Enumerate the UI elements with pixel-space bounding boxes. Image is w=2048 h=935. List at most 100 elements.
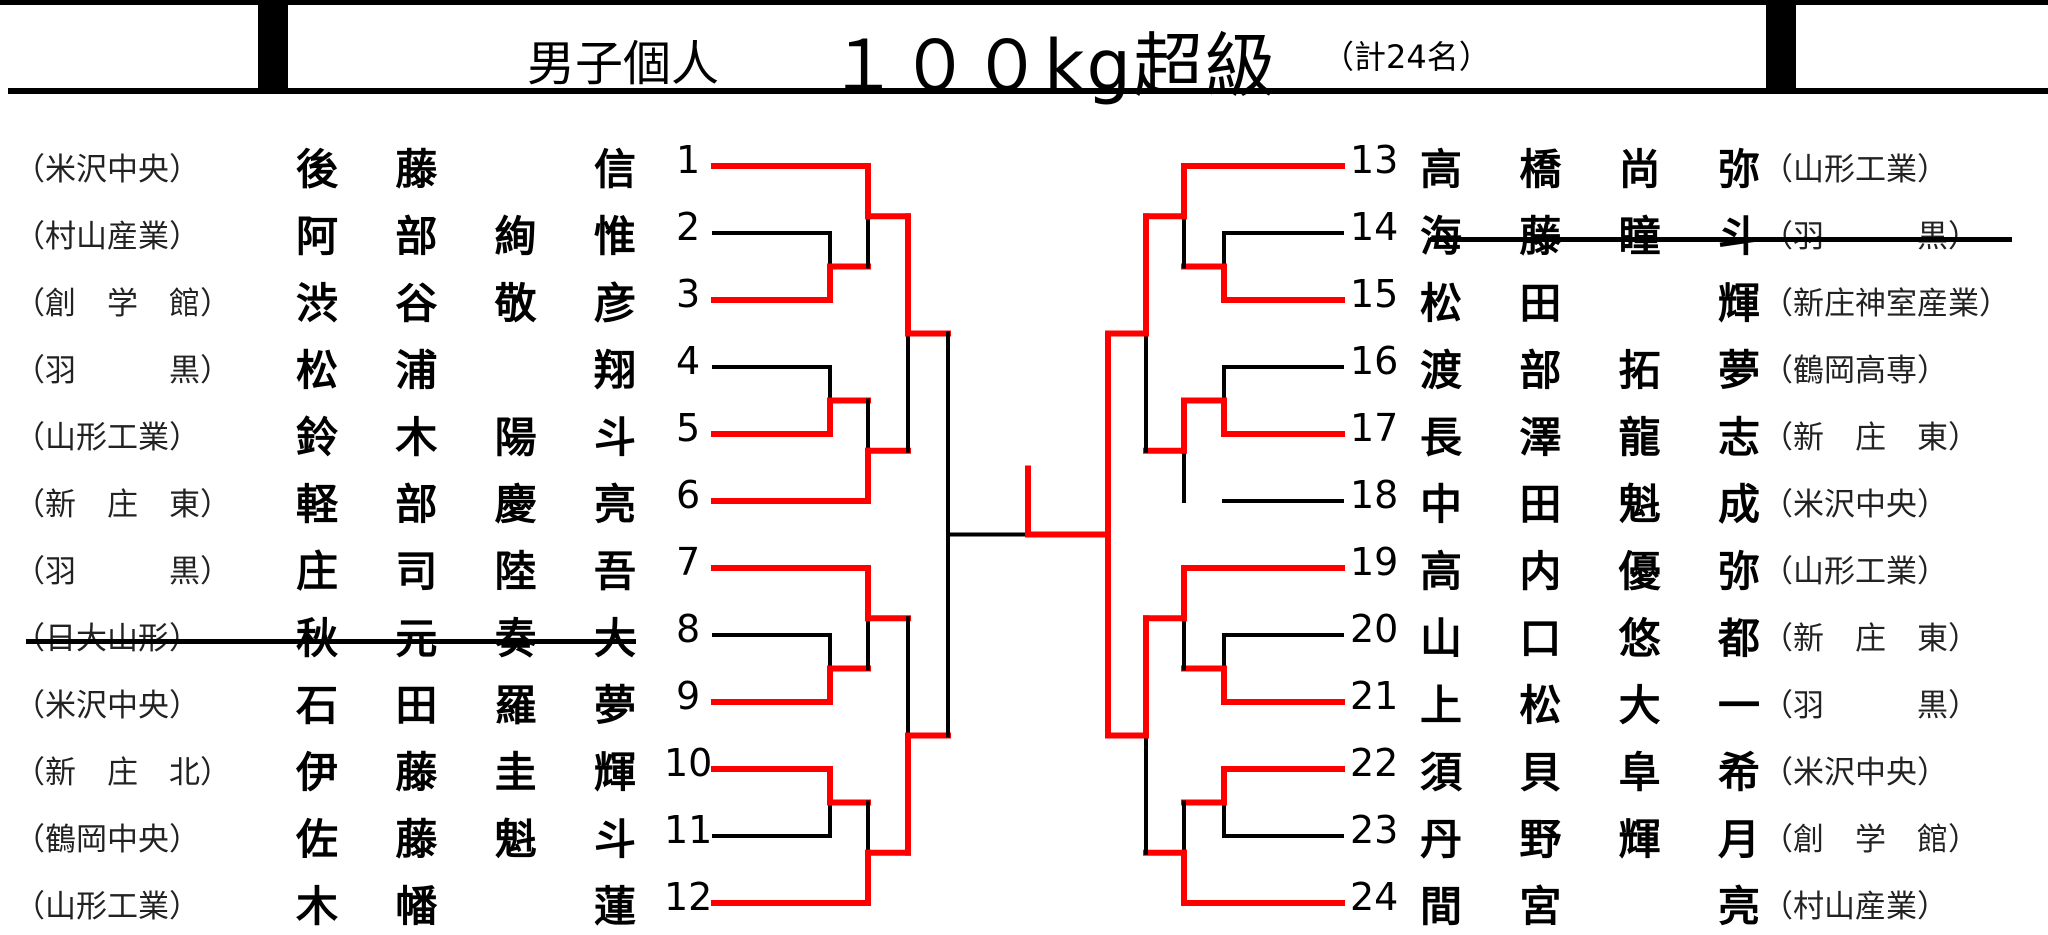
school-label: （米沢中央） [14,688,200,724]
name-char: 高 [1420,547,1463,596]
name-char: 優 [1618,547,1661,596]
school-label: （米沢中央） [14,152,200,188]
name-char: 山 [1420,614,1463,663]
seed-number: 18 [1350,473,1399,517]
school-label: （新 庄 東） [1762,621,1979,657]
name-char: 元 [395,605,437,666]
weight-class-title: １００kg超級 [828,25,1277,107]
name-char: 佐 [296,815,339,864]
school-label: （羽 黒） [14,353,231,389]
school-label: （新庄神室産業） [1762,286,2010,322]
school-label: （米沢中央） [1762,487,1948,523]
athlete-name: 須貝阜希 [1420,739,1760,800]
name-char: 奏 [495,605,537,666]
header-left-block [258,0,288,92]
name-char: 夢 [1717,346,1760,395]
school-label: （村山産業） [1762,889,1948,925]
name-char: 鈴 [296,413,339,462]
seed-number: 1 [676,138,701,182]
athlete-name: 石田羅夢 [296,672,636,733]
name-char: 斗 [1718,203,1760,264]
school-label: （創 学 館） [1762,822,1979,858]
name-char: 幡 [395,882,438,931]
name-char: 彦 [593,279,636,328]
seed-number: 13 [1350,138,1399,182]
athlete-name: 高内優弥 [1420,538,1760,599]
name-char: 藤 [395,748,438,797]
school-label: （創 学 館） [14,286,231,322]
name-char: 口 [1519,614,1562,663]
header-top-rule [0,0,2048,5]
seed-number: 14 [1350,205,1399,249]
name-char: 貝 [1519,748,1562,797]
name-char: 夢 [593,681,636,730]
name-char: 谷 [395,279,438,328]
school-label: （米沢中央） [1762,755,1948,791]
name-char: 藤 [1519,203,1561,264]
seed-number: 7 [676,540,701,584]
athlete-name: 松浦翔 [296,337,636,398]
seed-number: 8 [676,607,701,651]
name-char: 間 [1420,882,1463,931]
name-char: 絢 [494,212,537,261]
school-label: （山形工業） [14,420,200,456]
athlete-name: 中田魁成 [1420,471,1760,532]
seed-number: 12 [664,875,713,919]
school-label: （新 庄 東） [1762,420,1979,456]
name-char: 海 [1420,203,1462,264]
school-label: （山形工業） [1762,152,1948,188]
name-char: 月 [1717,815,1760,864]
name-char: 希 [1717,748,1760,797]
name-char: 松 [1420,279,1463,328]
name-char: 渋 [296,279,339,328]
name-char: 司 [395,547,438,596]
name-char: 敬 [494,279,537,328]
name-char: 橋 [1519,145,1562,194]
seed-number: 20 [1350,607,1399,651]
athlete-name: 後藤信 [296,136,636,197]
athlete-name: 阿部絢惟 [296,203,636,264]
seed-number: 4 [676,339,701,383]
name-char: 浦 [395,346,438,395]
name-char: 木 [296,882,339,931]
athlete-name: 長澤龍志 [1420,404,1760,465]
seed-number: 23 [1350,808,1399,852]
name-char: 輝 [593,748,636,797]
header-bottom-rule [8,88,2048,94]
name-char: 須 [1420,748,1463,797]
athlete-name: 間宮亮 [1420,873,1760,934]
name-char: 長 [1420,413,1463,462]
athlete-name: 渡部拓夢 [1420,337,1760,398]
name-char: 田 [395,681,438,730]
name-char: 藤 [395,815,438,864]
seed-number: 21 [1350,674,1399,718]
name-char: 成 [1717,480,1760,529]
name-char: 松 [1519,681,1562,730]
athlete-name: 渋谷敬彦 [296,270,636,331]
athlete-name: 松田輝 [1420,270,1760,331]
athlete-name: 伊藤圭輝 [296,739,636,800]
seed-number: 19 [1350,540,1399,584]
school-label: （羽 黒） [14,554,231,590]
name-char: 松 [296,346,339,395]
seed-number: 22 [1350,741,1399,785]
seed-number: 16 [1350,339,1399,383]
name-char: 輝 [1618,815,1661,864]
name-char: 高 [1420,145,1463,194]
name-char: 龍 [1618,413,1661,462]
name-char: 拓 [1618,346,1661,395]
name-char: 上 [1420,681,1463,730]
name-char: 吾 [593,547,636,596]
name-char: 慶 [494,480,537,529]
athlete-name: 山口悠都 [1420,605,1760,666]
athlete-name: 庄司陸吾 [296,538,636,599]
name-char: 信 [593,145,636,194]
name-char: 瞳 [1619,203,1661,264]
name-char: 内 [1519,547,1562,596]
seed-number: 24 [1350,875,1399,919]
school-label: （鶴岡中央） [14,822,200,858]
name-char: 伊 [296,748,339,797]
name-char: 圭 [494,748,537,797]
school-label: （新 庄 北） [14,755,231,791]
seed-number: 11 [664,808,713,852]
